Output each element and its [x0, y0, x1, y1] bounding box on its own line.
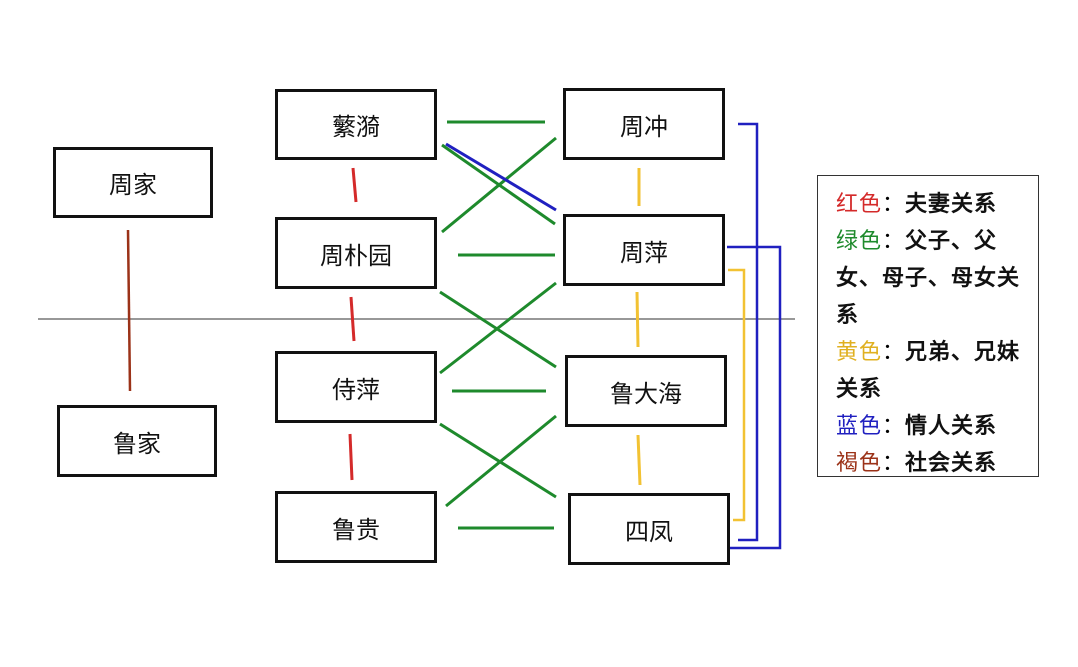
legend-desc-yellow: 兄弟、兄妹关系 — [836, 340, 1021, 402]
relation-line-red — [348, 433, 354, 481]
relation-line-red — [351, 167, 358, 203]
relation-line-green — [439, 422, 557, 499]
legend-desc-blue: 情人关系 — [905, 414, 998, 439]
legend-key-yellow: 黄色 — [836, 340, 883, 365]
legend-sep: ： — [882, 340, 906, 365]
legend-entry-blue: 蓝色：情人关系 — [836, 408, 1028, 445]
relation-line-yellow — [636, 434, 642, 486]
node-fanyi: 蘩漪 — [275, 89, 437, 160]
node-lugui: 鲁贵 — [275, 491, 437, 563]
relation-line-blue — [445, 142, 557, 212]
relation-line-yellow — [728, 268, 746, 522]
relation-line-green — [439, 281, 557, 375]
relation-line-green — [445, 414, 557, 508]
legend-entry-green: 绿色：父子、父女、母子、母女关系 — [836, 223, 1028, 334]
relation-line-yellow — [635, 291, 640, 348]
relation-line-brown — [126, 229, 132, 392]
legend-desc-brown: 社会关系 — [905, 451, 998, 476]
node-zhou-family: 周家 — [53, 147, 213, 218]
legend-desc-red: 夫妻关系 — [905, 192, 998, 217]
node-shiping: 侍萍 — [275, 351, 437, 423]
legend-key-green: 绿色 — [836, 229, 883, 254]
node-zhoupuyuan: 周朴园 — [275, 217, 437, 289]
legend-key-brown: 褐色 — [836, 451, 883, 476]
legend-sep: ： — [882, 414, 906, 439]
legend-entry-brown: 褐色：社会关系 — [836, 445, 1028, 482]
node-zhouping: 周萍 — [563, 214, 725, 286]
node-lu-family: 鲁家 — [57, 405, 217, 477]
relation-line-blue — [738, 122, 759, 542]
node-zhouchong: 周冲 — [563, 88, 725, 160]
legend-desc-green: 父子、父女、母子、母女关系 — [836, 229, 1021, 328]
color-legend: 红色：夫妻关系 绿色：父子、父女、母子、母女关系 黄色：兄弟、兄妹关系 蓝色：情… — [817, 175, 1039, 477]
legend-entry-yellow: 黄色：兄弟、兄妹关系 — [836, 334, 1028, 408]
relation-line-red — [349, 296, 356, 342]
legend-entry-red: 红色：夫妻关系 — [836, 186, 1028, 223]
legend-sep: ： — [882, 229, 906, 254]
relation-line-blue — [727, 245, 782, 550]
legend-sep: ： — [882, 192, 906, 217]
relation-line-green — [441, 143, 556, 226]
node-sifeng: 四凤 — [568, 493, 730, 565]
legend-sep: ： — [882, 451, 906, 476]
legend-key-blue: 蓝色 — [836, 414, 883, 439]
legend-key-red: 红色 — [836, 192, 883, 217]
node-ludahai: 鲁大海 — [565, 355, 727, 427]
